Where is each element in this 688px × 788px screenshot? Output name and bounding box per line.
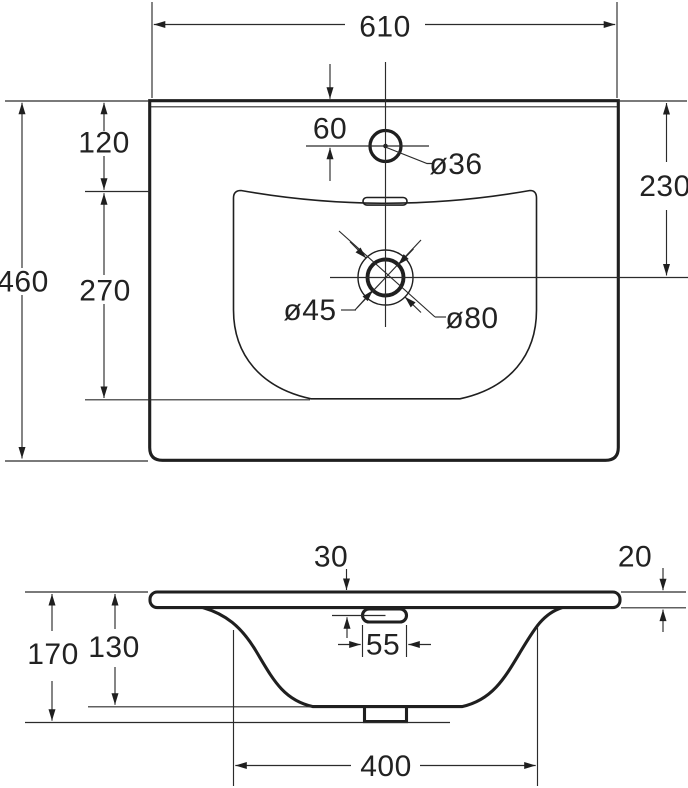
dim-drain-flange-label: ø80: [445, 302, 498, 335]
dimension-faucet-hole-dia: ø36: [386, 146, 482, 181]
dim-width-label: 610: [359, 11, 411, 44]
dimension-drain-hole-dia: ø45: [283, 239, 422, 327]
dimension-basin-length-270: 270: [79, 193, 131, 398]
dim-faucet-dia-label: ø36: [429, 148, 482, 181]
section-dimensions: 30 20 170 130 55 400: [25, 541, 686, 786]
section-extension-lines: [25, 591, 686, 786]
dim-total-depth-label: 170: [27, 638, 79, 671]
bowl-section-outline: [201, 606, 564, 709]
plan-centerlines: [306, 62, 688, 327]
dimension-drain-flange-dia: ø80: [338, 230, 498, 335]
dim-height-label: 460: [0, 266, 49, 299]
dim-top-thickness-label: 20: [618, 541, 652, 574]
plan-view: [148, 62, 688, 462]
dimension-total-depth-170: 170: [27, 594, 79, 721]
dimension-overflow-width-55: 55: [338, 629, 431, 662]
dim-top-to-basin-label: 120: [78, 127, 130, 160]
dimension-overflow-depth-30: 30: [314, 541, 351, 638]
dim-top-to-drain-label: 230: [639, 170, 688, 203]
dimension-top-to-faucet-60: 60: [313, 64, 347, 181]
dim-bowl-width-label: 400: [360, 750, 412, 783]
section-view: [148, 590, 622, 724]
plan-extension-lines: [5, 2, 687, 462]
drain-stub-section: [362, 705, 409, 724]
dim-top-to-faucet-label: 60: [313, 113, 347, 146]
dim-overflow-depth-label: 30: [314, 541, 348, 574]
dim-overflow-width-label: 55: [366, 629, 400, 662]
dimension-height-460: 460: [0, 102, 49, 459]
dimension-top-to-drain-230: 230: [639, 103, 688, 276]
countertop-section: [148, 590, 622, 610]
countertop-outline: [148, 99, 620, 462]
dimension-bowl-depth-130: 130: [88, 594, 140, 705]
plan-dimensions: 610 460 120 270 60 230: [0, 2, 688, 462]
dimension-bowl-width-400: 400: [235, 750, 536, 783]
dim-bowl-depth-label: 130: [88, 631, 140, 664]
dimension-top-thickness-20: 20: [618, 541, 667, 632]
dim-basin-length-label: 270: [79, 275, 131, 308]
dim-drain-hole-label: ø45: [283, 294, 336, 327]
dimension-width-610: 610: [153, 11, 616, 44]
basin-outline: [232, 189, 538, 400]
dimension-top-to-basin-120: 120: [78, 102, 130, 190]
